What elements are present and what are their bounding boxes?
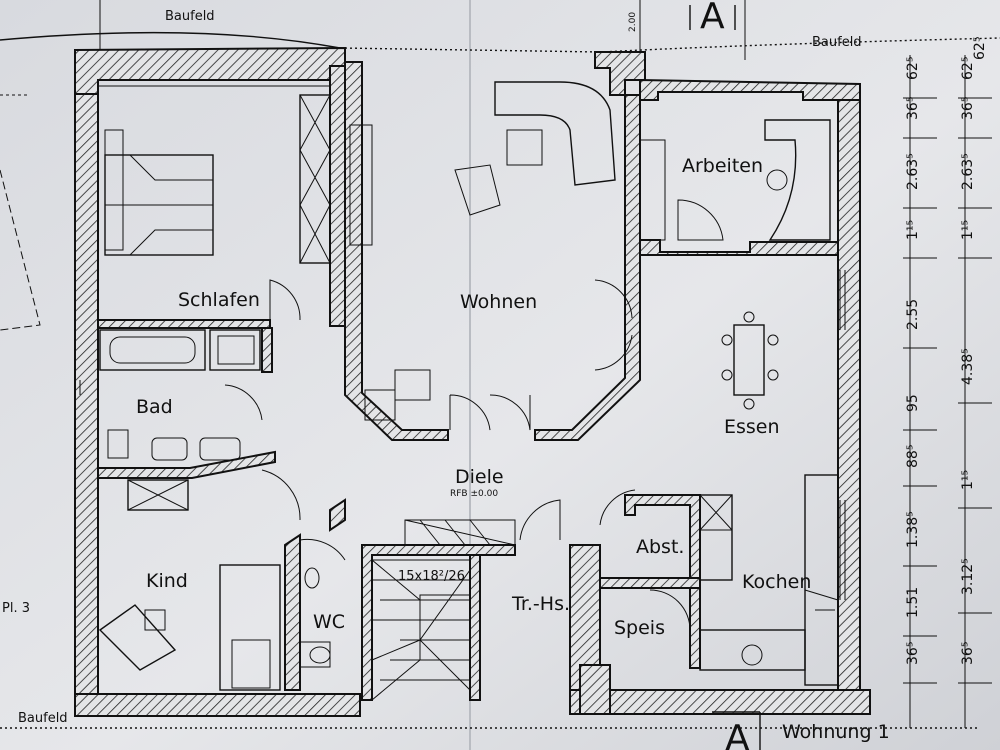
kid-furniture	[98, 479, 281, 691]
dimension-col2-label: 4.38⁵	[960, 348, 976, 385]
dimension-col1-label: 2.55	[905, 299, 921, 330]
windows	[79, 85, 846, 600]
top-mark-label: 2.00	[628, 12, 638, 32]
footer-label: Wohnung 1	[782, 721, 890, 743]
bath-fixtures	[107, 384, 263, 461]
dimension-col1-label: 1.38⁵	[905, 511, 921, 548]
room-label-tr-hs: Tr.-Hs.	[511, 593, 570, 615]
baufeld-label-top-left: Baufeld	[165, 9, 215, 24]
top-right-dim: 62⁵	[972, 37, 988, 60]
dimension-col2-label: 36⁵	[960, 642, 976, 665]
speis-door	[649, 589, 691, 631]
dimension-col1-label: 1.51	[905, 587, 921, 618]
dimension-col1-label: 62⁵	[905, 57, 921, 80]
room-label-bad: Bad	[136, 396, 173, 418]
dimension-col2-label: 62⁵	[960, 57, 976, 80]
room-label-wohnen: Wohnen	[460, 291, 537, 313]
svg-text:A: A	[700, 0, 725, 37]
wohnen-doors	[449, 279, 633, 431]
fireplace	[364, 369, 431, 421]
kind-door	[261, 469, 301, 521]
left-neighbor-outline	[0, 94, 41, 331]
stair-door	[519, 499, 561, 541]
dimension-col2-label: 3.12⁵	[960, 558, 976, 595]
exterior-walls	[74, 46, 871, 717]
tv-cabinet	[349, 124, 373, 246]
baufeld-lines	[0, 0, 1000, 729]
dimension-col2-label: 2.63⁵	[960, 153, 976, 190]
dimension-col1-label: 88⁵	[905, 445, 921, 468]
room-label-schlafen: Schlafen	[178, 289, 260, 311]
room-label-diele: Diele	[455, 466, 504, 488]
abst-cabinet	[599, 489, 733, 531]
desk	[639, 119, 831, 241]
dimension-col1-label: 95	[905, 394, 921, 412]
bed	[104, 129, 214, 256]
dimension-col1-label: 2.63⁵	[905, 153, 921, 190]
svg-text:A: A	[725, 718, 750, 750]
left-label: Pl. 3	[2, 601, 30, 616]
room-label-arbeiten: Arbeiten	[682, 155, 763, 177]
room-label-abst: Abst.	[636, 536, 684, 558]
stair-spec: 15x18²/26	[398, 569, 465, 584]
dimension-col1-label: 1¹⁵	[905, 220, 921, 240]
baufeld-label-top-right: Baufeld	[812, 35, 862, 50]
dimension-col2-label: 36⁵	[960, 97, 976, 120]
section-marker-bottom: A	[712, 711, 761, 750]
dimension-col1-label: 36⁵	[905, 97, 921, 120]
room-label-diele-level: RFB ±0.00	[450, 489, 498, 499]
dimension-col2-label: 1¹⁵	[960, 220, 976, 240]
kitchen-counter	[699, 474, 839, 686]
wc-fixtures	[299, 538, 346, 668]
room-label-wc: WC	[313, 611, 345, 633]
dimension-col1-label: 36⁵	[905, 642, 921, 665]
room-label-kind: Kind	[146, 570, 188, 592]
room-label-essen: Essen	[724, 416, 780, 438]
room-label-kochen: Kochen	[742, 571, 811, 593]
section-marker-top: A	[689, 0, 736, 37]
schlafen-door	[269, 279, 301, 321]
wardrobe	[299, 94, 331, 264]
room-label-speis: Speis	[614, 617, 665, 639]
sofa	[454, 81, 616, 216]
staircase	[371, 519, 516, 701]
baufeld-label-bottom-left: Baufeld	[18, 711, 68, 726]
dining-table	[721, 311, 779, 410]
bathtub	[99, 329, 261, 371]
dimension-col2-label: 1¹⁵	[960, 470, 976, 490]
